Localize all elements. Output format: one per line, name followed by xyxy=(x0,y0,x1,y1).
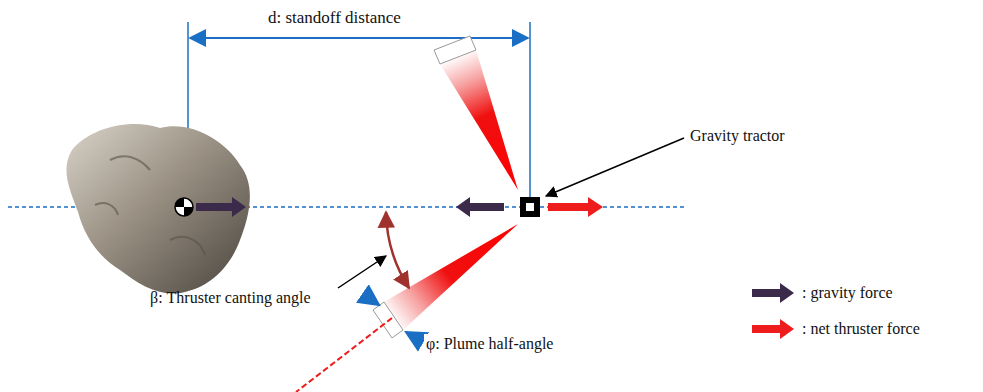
legend-arrow xyxy=(752,283,794,303)
dimension-label: d: standoff distance xyxy=(268,8,401,27)
angle-label: β: Thruster canting angle xyxy=(150,288,311,307)
legend-arrow xyxy=(752,319,794,339)
legend-text: : net thruster force xyxy=(802,319,920,338)
legend-text: : gravity force xyxy=(802,283,893,302)
callout-label: Gravity tractor xyxy=(690,126,785,145)
angle-label: φ: Plume half-angle xyxy=(424,334,555,353)
